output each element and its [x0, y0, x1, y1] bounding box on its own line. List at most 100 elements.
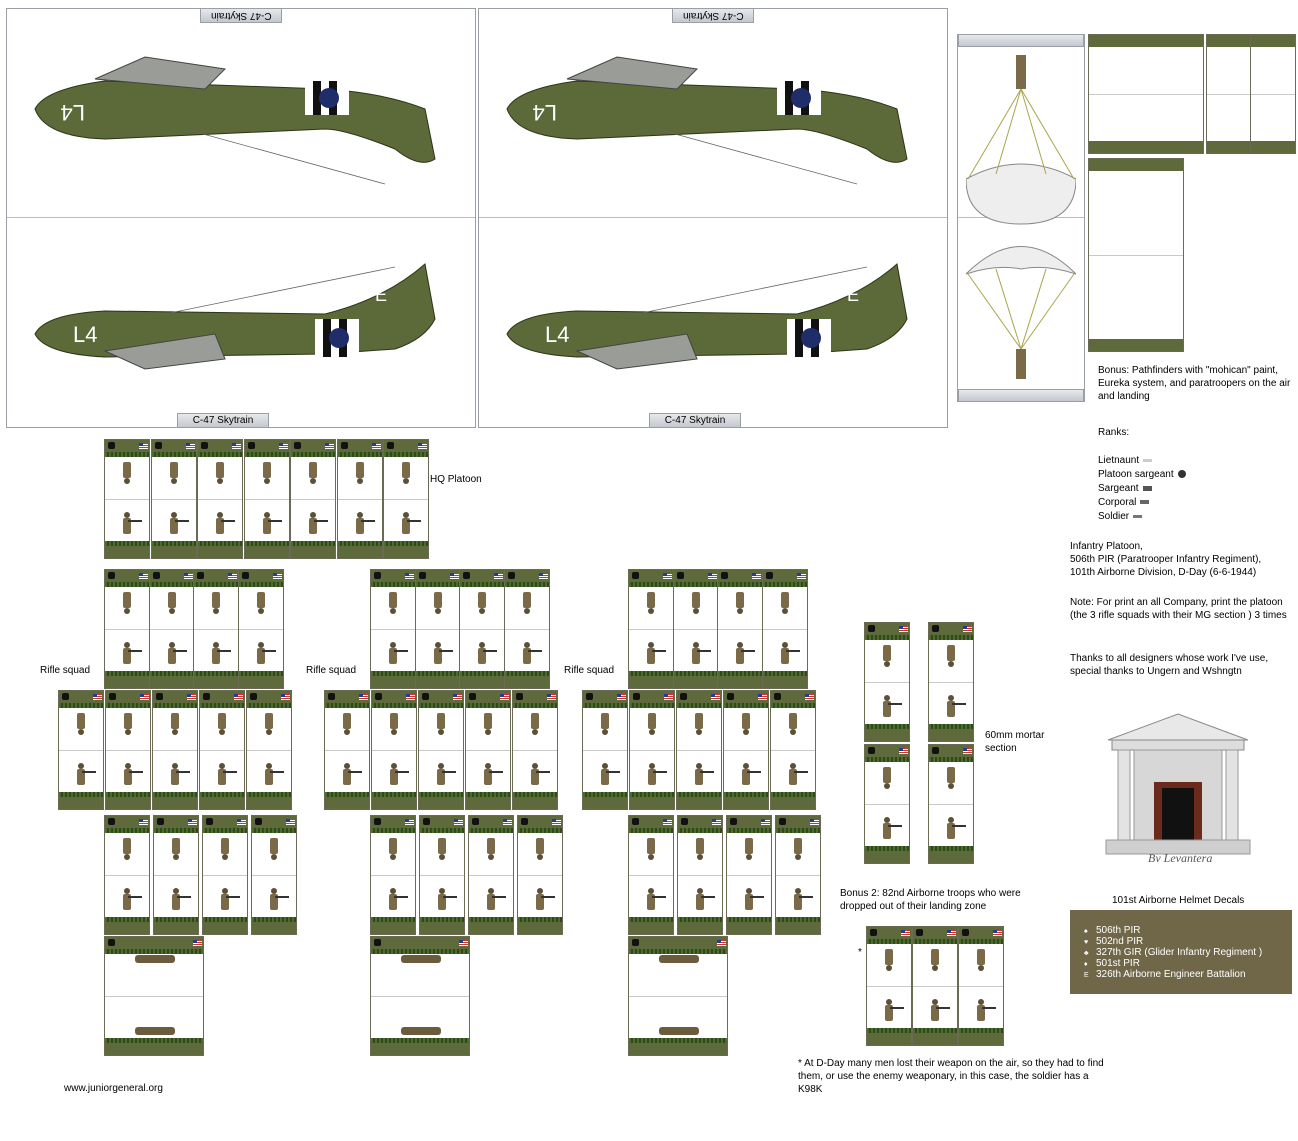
logo-text: By Levantera	[1148, 851, 1212, 862]
aircraft-bottom-label: C-47 Skytrain	[192, 415, 254, 426]
figure-card	[414, 569, 461, 689]
svg-text:E: E	[345, 133, 357, 153]
decal-506: ♠506th PIR	[1084, 925, 1141, 936]
thanks-text: Thanks to all designers whose work I've …	[1070, 653, 1269, 677]
c47-plane-bottom-2: L4 E	[506, 263, 908, 370]
figure-card	[370, 936, 470, 1056]
svg-text:L4: L4	[73, 322, 97, 347]
figure-card	[104, 439, 150, 559]
website-text: www.juniorgeneral.org	[64, 1083, 163, 1094]
footnote-text: * At D-Day many men lost their weapon on…	[798, 1058, 1104, 1095]
figure-card	[419, 815, 465, 935]
figure-card	[237, 569, 284, 689]
figure-card	[958, 926, 1004, 1046]
figure-card	[864, 622, 910, 742]
figure-card	[290, 439, 336, 559]
rank-lieutenant: Lietnaunt	[1098, 454, 1186, 468]
aircraft-top-label-2: C-47 Skytrain	[682, 10, 744, 21]
figure-card	[761, 569, 808, 689]
aircraft-panel-left: C-47 Skytrain C-47 Skytrain L4 E L4 E	[6, 8, 476, 428]
figure-card	[726, 815, 772, 935]
figure-card	[152, 690, 198, 810]
aircraft-top-label-bar: C-47 Skytrain	[200, 8, 282, 23]
figure-card	[197, 439, 243, 559]
pathfinder-cards	[1088, 34, 1296, 352]
figure-card	[251, 815, 297, 935]
figure-card	[672, 569, 719, 689]
decals-box: ♠506th PIR ♥502nd PIR ♣327th GIR (Glider…	[1070, 910, 1292, 994]
figure-card	[153, 815, 199, 935]
figure-card	[628, 936, 728, 1056]
parachute-icon	[966, 55, 1076, 379]
figure-card	[628, 569, 674, 689]
figure-card	[370, 569, 416, 689]
aircraft-bottom-label-2: C-47 Skytrain	[664, 415, 726, 426]
figure-card	[148, 569, 195, 689]
aircraft-top-label-bar-2: C-47 Skytrain	[672, 8, 754, 23]
figure-card	[246, 690, 292, 810]
figure-card	[150, 439, 197, 559]
decal-502: ♥502nd PIR	[1084, 936, 1144, 947]
footnote-mark: *	[858, 947, 862, 958]
figure-card	[383, 439, 429, 559]
figure-card	[193, 569, 239, 689]
c47-plane-bottom: L4 E	[34, 263, 436, 370]
parachute-panel	[957, 34, 1085, 402]
figure-card	[928, 744, 974, 864]
figure-card	[512, 690, 558, 810]
c47-plane-top: L4 E	[34, 56, 436, 185]
decals-title: 101st Airborne Helmet Decals	[1112, 895, 1245, 906]
figure-card	[105, 690, 151, 810]
decal-327: ♣327th GIR (Glider Infantry Regiment )	[1084, 947, 1263, 958]
decal-501: ♦501st PIR	[1084, 958, 1140, 969]
figure-card	[58, 690, 104, 810]
figure-card	[243, 439, 290, 559]
figure-card	[104, 815, 150, 935]
svg-text:L4: L4	[545, 322, 569, 347]
aircraft-bottom-label-bar-2: C-47 Skytrain	[649, 413, 741, 428]
figure-card	[468, 815, 514, 935]
ranks-title: Ranks:	[1098, 427, 1130, 438]
figure-card	[723, 690, 769, 810]
figure-card	[864, 744, 910, 864]
rifle-squad-label-2: Rifle squad	[306, 665, 357, 676]
c47-plane-top-2: L4 E	[506, 56, 908, 185]
figure-card	[336, 439, 383, 559]
figure-card	[928, 622, 974, 742]
figure-card	[582, 690, 628, 810]
rank-corporal: Corporal	[1098, 496, 1186, 510]
figure-card	[418, 690, 464, 810]
aircraft-panel-right: C-47 Skytrain C-47 Skytrain L4 E L4 E	[478, 8, 948, 428]
svg-text:L4: L4	[533, 100, 557, 125]
figure-card	[775, 815, 821, 935]
figure-card	[717, 569, 763, 689]
aircraft-bottom-label-bar: C-47 Skytrain	[177, 413, 269, 428]
figure-card	[517, 815, 563, 935]
figure-card	[503, 569, 550, 689]
svg-text:E: E	[847, 285, 859, 305]
figure-card	[199, 690, 245, 810]
figure-card	[866, 926, 912, 1046]
ranks-list: Lietnaunt Platoon sargeant Sargeant Corp…	[1098, 454, 1186, 524]
figure-card	[370, 815, 416, 935]
note-text: Note: For print an all Company, print th…	[1070, 597, 1287, 621]
svg-text:E: E	[817, 133, 829, 153]
figure-card	[371, 690, 417, 810]
rifle-squad-label-3: Rifle squad	[564, 665, 615, 676]
rifle-squad-label-1: Rifle squad	[40, 665, 91, 676]
svg-text:E: E	[375, 285, 387, 305]
figure-card	[770, 690, 816, 810]
hq-platoon-label: HQ Platoon	[430, 474, 482, 485]
figure-card	[628, 815, 674, 935]
mortar-section-label: 60mm mortar section	[985, 730, 1045, 754]
rank-sergeant: Sargeant	[1098, 482, 1186, 496]
info-block: Infantry Platoon, 506th PIR (Paratrooper…	[1070, 541, 1262, 578]
figure-card	[912, 926, 958, 1046]
svg-text:L4: L4	[61, 100, 85, 125]
figure-card	[629, 690, 675, 810]
bonus2-text: Bonus 2: 82nd Airborne troops who were d…	[840, 888, 1021, 912]
figure-card	[202, 815, 248, 935]
bonus1-text: Bonus: Pathfinders with "mohican" paint,…	[1098, 365, 1291, 402]
figure-card	[676, 690, 722, 810]
